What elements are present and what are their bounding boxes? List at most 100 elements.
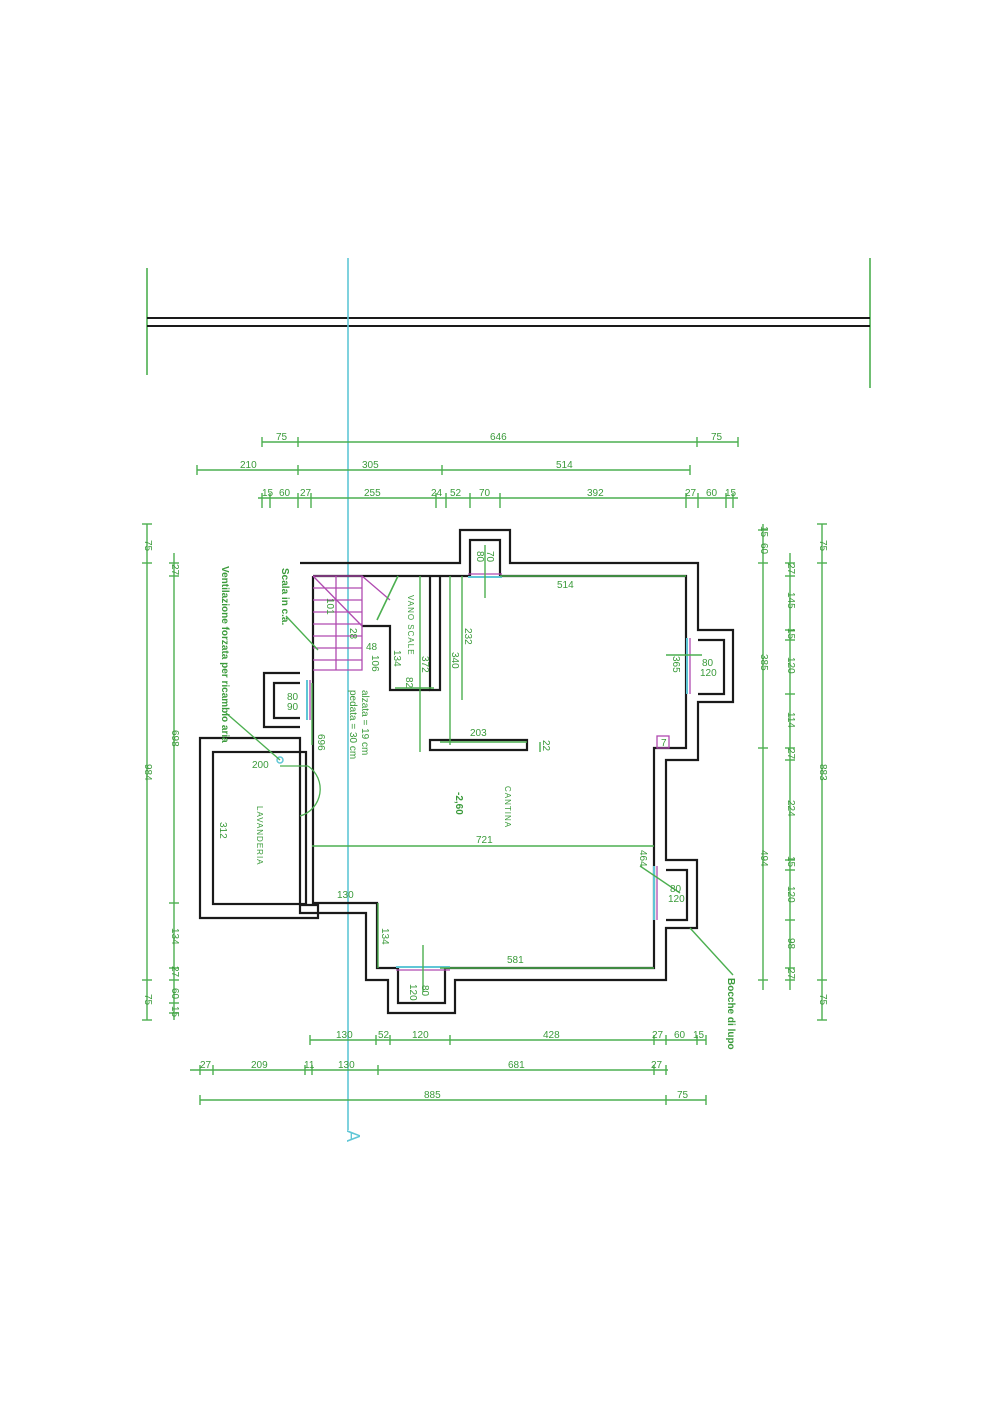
room-lavanderia: LAVANDERIA [255,806,264,866]
dim-text: 60 [758,543,769,555]
dim-text: 15 [693,1030,705,1041]
dim-text: 120 [700,668,717,679]
room-vano-scale: VANO SCALE [406,595,415,656]
dim-text: 428 [543,1030,560,1041]
dim-text: 27 [652,1030,664,1041]
bocche-note: Bocche di lupo [725,978,736,1050]
section-marker: A [343,1130,363,1142]
dimension-lines [142,437,827,1105]
dim-text: 494 [758,850,769,867]
pedata-note: pedata = 30 cm [347,690,358,759]
windows [306,573,691,971]
dim-text: 75 [817,540,828,552]
dim-text: 130 [338,1060,355,1071]
dim-text: 210 [240,460,257,471]
dim-text: 48 [366,642,378,653]
dim-text: 120 [668,894,685,905]
room-cantina: CANTINA [503,786,512,828]
stairs [312,575,399,671]
dim-text: 27 [169,966,180,978]
dim-text: 120 [412,1030,429,1041]
dim-text: 70 [479,488,491,499]
dim-text: 98 [785,938,796,950]
dim-text: 696 [315,734,326,751]
dim-text: 28 [347,628,358,640]
dim-text: 120 [785,657,796,674]
dim-text: 145 [785,592,796,609]
alzata-note: alzata = 19 cm [359,690,370,755]
dim-text: 27 [169,564,180,576]
dim-text: 134 [379,928,390,945]
dim-text: 372 [419,656,430,673]
dim-text: 11 [304,1060,315,1071]
dim-text: 721 [476,835,493,846]
dim-text: 27 [785,748,796,760]
ventilazione-note: Ventilazione forzata per ricambio aria [219,566,230,743]
section-line: A [343,258,363,1142]
dim-text: 581 [507,955,524,966]
dim-text: 52 [378,1030,390,1041]
dim-text: 80 [419,985,430,997]
dim-text: 681 [508,1060,525,1071]
dim-text: 27 [651,1060,663,1071]
dim-text: 75 [677,1090,689,1101]
dim-text: 305 [362,460,379,471]
dim-text: 75 [711,432,723,443]
dim-text: 75 [142,994,153,1006]
right-dimensions: 15 60 27 145 15 120 114 27 224 15 120 98… [758,526,828,1006]
dim-text: 27 [685,488,697,499]
dim-text: 60 [706,488,718,499]
room-labels: LAVANDERIA CANTINA VANO SCALE -2,60 alza… [219,566,736,1050]
dim-text: 27 [785,563,796,575]
dim-text: 392 [587,488,604,499]
dim-text: 60 [279,488,291,499]
dim-text: 27 [785,968,796,980]
dim-text: 90 [287,702,299,713]
dim-text: 514 [556,460,573,471]
dim-text: 80 [702,658,714,669]
dim-text: 52 [450,488,462,499]
scala-note: Scala in c.a. [279,568,290,625]
dim-text: 885 [424,1090,441,1101]
dim-text: 312 [217,822,228,839]
left-dimensions: 75 984 75 27 698 134 27 60 15 [142,540,180,1018]
dim-text: 27 [200,1060,212,1071]
dim-text: 514 [557,580,574,591]
interior-dimensions: 514 70 80 101 28 48 106 134 232 372 340 … [217,551,717,1001]
dim-text: 646 [490,432,507,443]
dim-text: 15 [785,856,796,868]
dim-text: 232 [462,628,473,645]
dim-text: 224 [785,800,796,817]
dim-text: 70 [484,551,495,563]
dim-text: 24 [431,488,443,499]
dim-text: 464 [637,850,648,867]
dim-text: 255 [364,488,381,499]
dim-text: 130 [337,890,354,901]
dim-text: 60 [169,988,180,1000]
door [276,756,321,817]
level-marker: -2,60 [453,792,464,815]
dim-text: 15 [725,488,737,499]
dim-text: 7 [661,738,667,749]
dim-text: 75 [817,994,828,1006]
dim-text: 82 [403,677,414,689]
dim-text: 340 [449,652,460,669]
top-dimensions: 75 646 75 210 305 514 15 60 27 255 24 52… [240,432,737,499]
dim-text: 134 [169,928,180,945]
dim-text: 883 [817,764,828,781]
dim-text: 15 [262,488,274,499]
dim-text: 120 [785,886,796,903]
dim-text: 80 [670,884,682,895]
bottom-dimensions: 130 52 120 428 27 60 15 27 209 11 130 68… [200,1030,705,1101]
dim-text: 27 [300,488,312,499]
dim-text: 60 [674,1030,686,1041]
dim-text: 984 [142,764,153,781]
dim-text: 114 [785,712,796,728]
dim-text: 203 [470,728,487,739]
dim-text: 134 [391,650,402,667]
dim-text: 75 [276,432,288,443]
dim-text: 15 [169,1006,180,1018]
dim-text: 130 [336,1030,353,1041]
dim-text: 365 [670,656,681,673]
